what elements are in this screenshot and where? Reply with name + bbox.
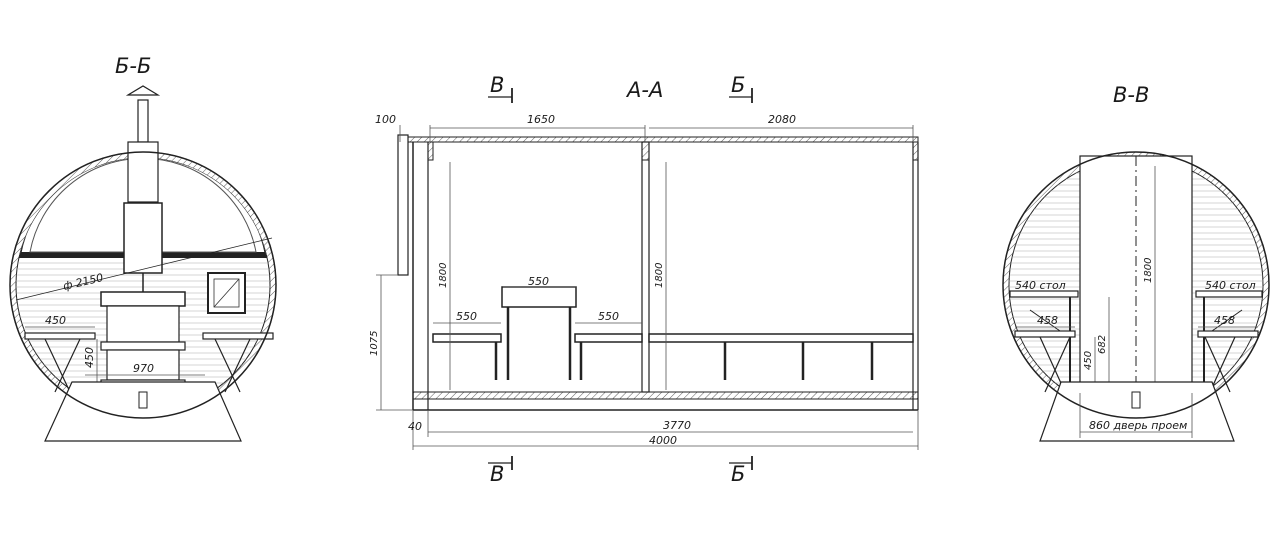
stove-top	[100, 291, 186, 307]
dim-100: 100	[375, 113, 396, 126]
dim-550-bench-left: 550	[456, 310, 477, 323]
bench-right	[202, 332, 274, 340]
section-vv-title: В-В	[1113, 83, 1149, 107]
dim-1800-left: 1800	[438, 263, 449, 288]
dim-3770: 3770	[663, 419, 691, 432]
dim-1650: 1650	[527, 113, 555, 126]
bench-right-label: 458	[1214, 314, 1235, 327]
bench-rest-right	[574, 333, 643, 343]
dim-4000: 4000	[649, 434, 677, 447]
bench-rest-left	[432, 333, 502, 343]
stove-body-upper	[106, 305, 180, 343]
section-bb: Б-Б ф 2150	[9, 54, 277, 442]
dim-550-table: 550	[528, 275, 549, 288]
dim-2080: 2080	[768, 113, 796, 126]
middle-partition	[641, 141, 650, 393]
barrel-stand-right	[1039, 381, 1235, 442]
section-vv: В-В 1800 540 стол 540 стол 458 458	[1002, 83, 1270, 442]
dim-550-bench-right: 550	[598, 310, 619, 323]
door-height-label: 1800	[1143, 258, 1154, 283]
stove-band	[100, 341, 186, 351]
cut-mark-b-top: Б	[731, 73, 745, 97]
table-left-label: 540 стол	[1015, 279, 1066, 292]
bench-width-label: 450	[45, 314, 66, 327]
dim-40: 40	[408, 420, 422, 433]
cut-mark-v-top: В	[490, 73, 504, 97]
section-aa-title: А-А	[625, 78, 663, 102]
bench-left-label: 458	[1037, 314, 1058, 327]
barrel-stand-left	[44, 381, 242, 442]
dim-1800-right: 1800	[654, 263, 665, 288]
bench-sauna	[648, 333, 914, 343]
porch-panel	[397, 134, 409, 276]
stove-width-label: 970	[133, 362, 154, 375]
table-right-label: 540 стол	[1205, 279, 1256, 292]
door-width-label: 860 дверь проем	[1089, 419, 1187, 432]
roof-board	[399, 136, 919, 143]
cut-mark-b-bottom: Б	[731, 462, 745, 486]
cut-mark-v-bottom: В	[490, 462, 504, 486]
stove-tank	[123, 202, 163, 274]
section-bb-title: Б-Б	[115, 54, 151, 78]
bench-left	[24, 332, 96, 340]
bench-right-vv	[1197, 330, 1259, 338]
floor-aa	[412, 391, 919, 400]
diameter-line	[15, 237, 273, 301]
chimney-pipe	[137, 99, 149, 143]
dim-1075: 1075	[369, 331, 380, 356]
bench-height-label-vv: 450	[1083, 351, 1094, 370]
chimney-lower	[127, 141, 159, 203]
table-height-label: 682	[1097, 335, 1108, 354]
chimney-cap	[125, 85, 161, 96]
section-aa: А-А В Б В Б	[369, 73, 919, 486]
table	[501, 286, 577, 308]
bench-height-label: 450	[83, 347, 96, 368]
table-left	[1009, 290, 1079, 298]
table-right	[1195, 290, 1263, 298]
bench-left-vv	[1014, 330, 1076, 338]
